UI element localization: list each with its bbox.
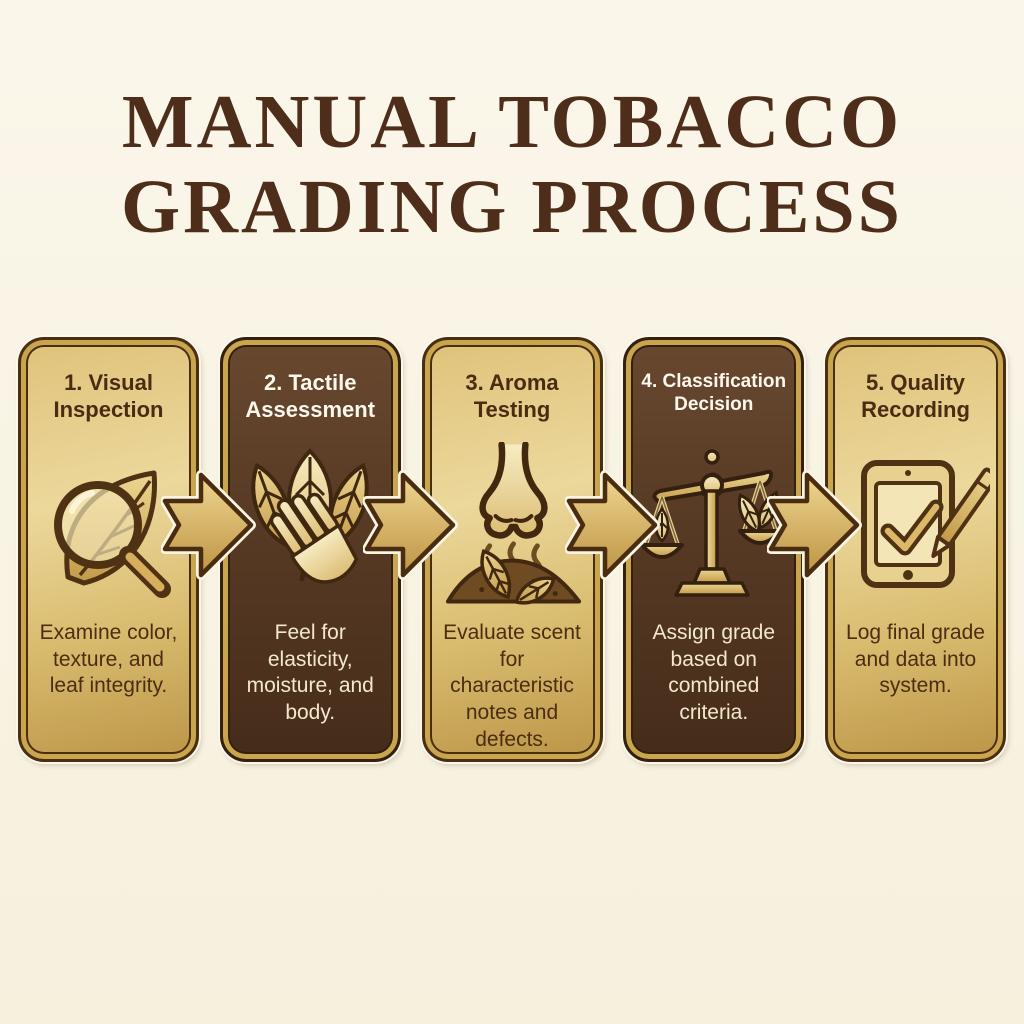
step-description: Log final grade and data into system. <box>846 621 985 698</box>
magnifier-leaf-icon <box>53 470 171 598</box>
step-description: Examine color, texture, and leaf integri… <box>39 621 178 698</box>
flow-arrow-icon <box>161 470 256 580</box>
step-title: 5. Quality Recording <box>861 370 970 422</box>
nose-aroma-icon <box>445 442 581 605</box>
tablet-check-icon <box>860 460 990 588</box>
step-description: Feel for elasticity, moisture, and body. <box>246 621 374 724</box>
page-title-line2: GRADING PROCESS <box>121 165 903 250</box>
step-icon-box <box>841 432 990 620</box>
step-card-quality-recording: 5. Quality Recording Log final grade and… <box>825 337 1006 762</box>
process-steps-row: 1. Visual Inspection Examine color, text… <box>0 337 1024 762</box>
step-title: 4. Classification Decision <box>641 371 787 416</box>
step-icon-box <box>639 432 788 620</box>
flow-arrow-icon <box>767 470 862 580</box>
step-title: 3. Aroma Testing <box>465 370 559 422</box>
step-card-tactile-assessment: 2. Tactile Assessment <box>219 337 401 762</box>
step-title: 1. Visual Inspection <box>53 370 164 422</box>
flow-arrow-icon <box>565 470 660 580</box>
flow-arrow-icon <box>363 470 458 580</box>
hand-leaves-icon <box>251 448 369 584</box>
page-title-line1: MANUAL TOBACCO <box>121 80 903 164</box>
step-description: Assign grade based on combined criteria. <box>652 621 776 724</box>
step-icon-box <box>34 432 183 620</box>
balance-scale-icon <box>639 449 782 597</box>
step-title: 2. Tactile Assessment <box>245 370 376 422</box>
page-title: MANUAL TOBACCO GRADING PROCESS <box>0 80 1024 250</box>
step-icon-box <box>438 432 587 620</box>
step-icon-box <box>236 432 385 620</box>
step-description: Evaluate scent for characteristic notes … <box>443 621 581 751</box>
